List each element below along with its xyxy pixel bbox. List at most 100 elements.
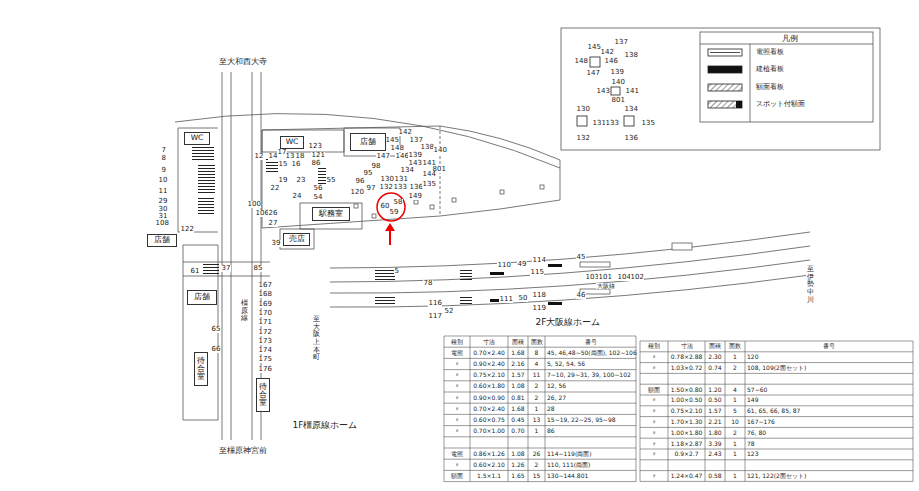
- sign-number: 135: [641, 120, 655, 127]
- sign-number: 111: [499, 296, 513, 303]
- table-cell: 電照: [444, 448, 470, 459]
- sign-number: 120: [350, 189, 364, 196]
- table-cell: 4: [725, 384, 745, 395]
- sign-number: 52: [444, 308, 454, 315]
- place-label: 大阪線: [596, 283, 615, 289]
- sign-number: 50: [518, 295, 528, 302]
- table-rule: [444, 436, 636, 437]
- table-cell: 〃: [444, 414, 470, 425]
- table-cell: 0.90×2.40: [470, 358, 508, 369]
- plan-lines: [175, 28, 880, 440]
- table-rule: [545, 336, 546, 482]
- table-cell: 〃: [640, 363, 668, 374]
- sign-number: 130: [576, 106, 590, 113]
- sign-number: 133: [605, 120, 619, 127]
- table-cell: 2: [528, 459, 545, 470]
- sign-number: 135: [422, 181, 436, 188]
- sign-number: 114: [532, 257, 546, 264]
- table-cell: 1.08: [508, 381, 528, 392]
- table-rule: [444, 425, 636, 426]
- table-rule: [640, 341, 641, 481]
- sign-number: 102: [630, 274, 644, 281]
- table-cell: 0.90×0.90: [470, 392, 508, 403]
- sign-number: 132: [379, 184, 393, 191]
- sign-number: 24: [292, 193, 302, 200]
- sign-number: 95: [363, 170, 373, 177]
- table-cell: 番号: [745, 341, 913, 352]
- facility-box: WC: [280, 136, 304, 149]
- sign-number: 86: [311, 160, 321, 167]
- sign-number: 46: [576, 292, 586, 299]
- room-box: 待合室: [194, 352, 208, 386]
- sign-number: 61: [190, 268, 200, 275]
- sign-number: 7: [161, 147, 166, 154]
- legend-text: スポット付額面: [756, 101, 805, 108]
- legend-sample: [706, 100, 746, 110]
- table-cell: 1.00×0.50: [668, 395, 705, 406]
- sign-number: 78: [423, 280, 433, 287]
- place-label: 凡例: [781, 35, 798, 43]
- table-cell: 1: [528, 403, 545, 414]
- table-cell: 1.03×0.72: [668, 363, 705, 374]
- table-cell: 121, 122(2面セット): [745, 471, 913, 482]
- sign-number: 121: [311, 152, 325, 159]
- table-rule: [444, 392, 636, 393]
- sign-number: 168: [258, 291, 272, 298]
- table-cell: 2.30: [705, 352, 725, 363]
- sign-number: 26: [268, 210, 278, 217]
- sign-number: 110: [497, 262, 511, 269]
- sign-number: 18: [295, 153, 305, 160]
- facility-name: 待合室: [197, 357, 205, 382]
- sign-number: 11: [158, 188, 168, 195]
- table-cell: 167~176: [745, 417, 913, 428]
- table-rule: [640, 449, 913, 450]
- sign-number: 123: [308, 143, 322, 150]
- legend-sample: [706, 65, 746, 75]
- sign-number: 119: [532, 305, 546, 312]
- facility-name: 売店: [289, 235, 305, 243]
- table-rule: [444, 336, 636, 337]
- table-cell: 面数: [528, 336, 545, 347]
- table-rule: [640, 395, 913, 396]
- table-cell: 〃: [640, 449, 668, 460]
- table-cell: 2.43: [705, 449, 725, 460]
- sign-number: 122: [180, 226, 194, 233]
- table-rule: [668, 341, 669, 481]
- table-cell: 0.75×2.10: [470, 370, 508, 381]
- table-cell: 〃: [444, 392, 470, 403]
- sign-number: 100: [247, 201, 261, 208]
- table-cell: 0.58: [705, 471, 725, 482]
- table-cell: 0.70×2.40: [470, 347, 508, 358]
- table-cell: 61, 65, 66, 85, 87: [745, 406, 913, 417]
- facility-name: 店舗: [360, 138, 376, 146]
- facility-name: 店舗: [194, 293, 210, 301]
- table-cell: 13: [528, 414, 545, 425]
- sign-number: 117: [428, 313, 442, 320]
- table-cell: 1.18×2.87: [668, 438, 705, 449]
- wall-signs: [490, 264, 562, 305]
- table-cell: 1.70×1.30: [668, 417, 705, 428]
- table-cell: 面積: [508, 336, 528, 347]
- sign-number: 16: [291, 161, 301, 168]
- sign-number: 144: [422, 171, 436, 178]
- sign-number: 49: [517, 261, 527, 268]
- table-cell: 149: [745, 395, 913, 406]
- columns: [354, 185, 692, 294]
- table-cell: 108, 109(2面セット): [745, 363, 913, 374]
- sign-number: 169: [258, 301, 272, 308]
- table-cell: 12, 56: [545, 381, 636, 392]
- table-rule: [640, 351, 913, 352]
- table-cell: 1.24×0.47: [668, 471, 705, 482]
- sign-number: 133: [393, 184, 407, 191]
- sign-number: 174: [258, 347, 272, 354]
- table-cell: 45, 46,48~50(両面), 102~106: [545, 347, 636, 358]
- legend-swatch: [708, 66, 742, 73]
- sign-number: 31: [158, 213, 168, 220]
- table-cell: 1.57: [508, 370, 528, 381]
- table-cell: 26: [528, 448, 545, 459]
- table-rule: [705, 341, 706, 481]
- table-rule: [913, 341, 914, 481]
- table-rule: [508, 336, 509, 482]
- sign-number: 170: [258, 310, 272, 317]
